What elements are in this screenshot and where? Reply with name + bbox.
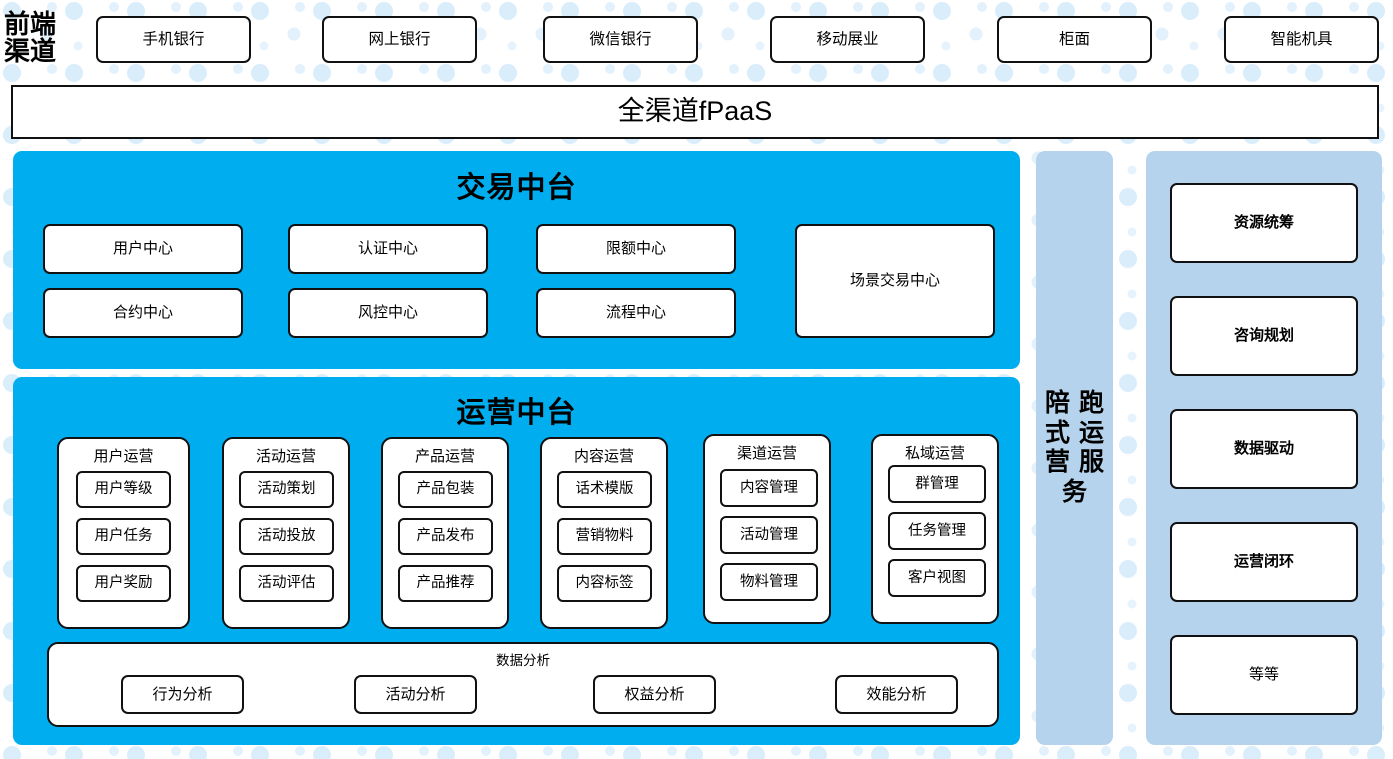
ops-group-user-title: 用户运营 — [93, 448, 154, 465]
ops-group-product: 产品运营 产品包装 产品发布 产品推荐 — [381, 437, 509, 629]
service-char-3: 运 — [1078, 418, 1104, 447]
ops-item-campaign-delivery[interactable]: 活动投放 — [239, 518, 334, 555]
data-analysis-behavior[interactable]: 行为分析 — [121, 675, 244, 714]
service-char-6: 务 — [1061, 477, 1087, 506]
ops-item-user-reward[interactable]: 用户奖励 — [76, 565, 171, 602]
ops-item-user-level[interactable]: 用户等级 — [76, 471, 171, 508]
fpaas-bar[interactable]: 全渠道fPaaS — [11, 85, 1379, 139]
ops-item-script-template[interactable]: 话术模版 — [557, 471, 652, 508]
trade-box-risk-center[interactable]: 风控中心 — [288, 288, 488, 338]
ops-center-title: 运营中台 — [456, 397, 577, 429]
capability-panel: 资源统筹 咨询规划 数据驱动 运营闭环 等等 — [1146, 151, 1382, 745]
trade-box-auth-center[interactable]: 认证中心 — [288, 224, 488, 274]
trade-box-limit-center[interactable]: 限额中心 — [536, 224, 736, 274]
ops-item-content-tag[interactable]: 内容标签 — [557, 565, 652, 602]
ops-item-user-task[interactable]: 用户任务 — [76, 518, 171, 555]
capability-box-consulting-planning[interactable]: 咨询规划 — [1170, 296, 1358, 376]
capability-box-etc[interactable]: 等等 — [1170, 635, 1358, 715]
ops-group-campaign: 活动运营 活动策划 活动投放 活动评估 — [222, 437, 350, 629]
service-char-4: 营 — [1044, 448, 1070, 476]
ops-item-customer-view[interactable]: 客户视图 — [888, 559, 986, 597]
ops-group-content: 内容运营 话术模版 营销物料 内容标签 — [540, 437, 668, 629]
ops-item-task-management[interactable]: 任务管理 — [888, 512, 986, 550]
ops-group-channel-title: 渠道运营 — [736, 445, 797, 462]
service-char-0: 陪 — [1044, 389, 1070, 417]
ops-item-product-packaging[interactable]: 产品包装 — [398, 471, 493, 508]
data-analysis-campaign[interactable]: 活动分析 — [354, 675, 477, 714]
trade-box-user-center[interactable]: 用户中心 — [43, 224, 243, 274]
ops-center-panel: 运营中台 用户运营 用户等级 用户任务 用户奖励 活动运营 活动策划 活动投放 … — [13, 377, 1020, 745]
ops-item-group-management[interactable]: 群管理 — [888, 465, 986, 503]
ops-group-content-title: 内容运营 — [573, 448, 634, 465]
frontend-channel-label: 前端 渠道 — [4, 10, 57, 66]
service-char-5: 服 — [1078, 448, 1104, 476]
ops-item-campaign-planning[interactable]: 活动策划 — [239, 471, 334, 508]
ops-item-material-management[interactable]: 物料管理 — [720, 563, 818, 601]
trade-box-contract-center[interactable]: 合约中心 — [43, 288, 243, 338]
capability-box-resource-coordination[interactable]: 资源统筹 — [1170, 183, 1358, 263]
trade-box-process-center[interactable]: 流程中心 — [536, 288, 736, 338]
capability-box-data-driven[interactable]: 数据驱动 — [1170, 409, 1358, 489]
ops-group-user: 用户运营 用户等级 用户任务 用户奖励 — [57, 437, 190, 629]
ops-group-private-domain-title: 私域运营 — [904, 445, 965, 462]
channel-box-mobile-bank[interactable]: 手机银行 — [96, 16, 251, 63]
accompanying-operation-service-column: 陪 跑 式 运 营 服 务 — [1036, 151, 1113, 745]
accompanying-operation-service-text: 陪 跑 式 运 营 服 务 — [1039, 389, 1111, 507]
trade-center-title: 交易中台 — [456, 172, 577, 204]
channel-box-smart-machine[interactable]: 智能机具 — [1224, 16, 1379, 63]
trade-center-panel: 交易中台 用户中心 认证中心 限额中心 合约中心 风控中心 流程中心 场景交易中… — [13, 151, 1020, 369]
ops-group-channel: 渠道运营 内容管理 活动管理 物料管理 — [703, 434, 831, 624]
ops-group-campaign-title: 活动运营 — [255, 448, 316, 465]
data-analysis-efficiency[interactable]: 效能分析 — [835, 675, 958, 714]
ops-item-product-release[interactable]: 产品发布 — [398, 518, 493, 555]
trade-box-scenario-center[interactable]: 场景交易中心 — [795, 224, 995, 338]
data-analysis-benefit[interactable]: 权益分析 — [593, 675, 716, 714]
ops-group-private-domain: 私域运营 群管理 任务管理 客户视图 — [871, 434, 999, 624]
channel-box-wechat-bank[interactable]: 微信银行 — [543, 16, 698, 63]
ops-item-campaign-management[interactable]: 活动管理 — [720, 516, 818, 554]
capability-box-operation-closed-loop[interactable]: 运营闭环 — [1170, 522, 1358, 602]
service-char-1: 跑 — [1078, 389, 1104, 417]
ops-item-content-management[interactable]: 内容管理 — [720, 469, 818, 507]
service-char-2: 式 — [1044, 418, 1070, 447]
ops-group-product-title: 产品运营 — [414, 448, 475, 465]
channel-box-mobile-business[interactable]: 移动展业 — [770, 16, 925, 63]
channel-box-counter[interactable]: 柜面 — [997, 16, 1152, 63]
data-analysis-strip: 数据分析 行为分析 活动分析 权益分析 效能分析 — [47, 642, 999, 727]
ops-item-product-recommend[interactable]: 产品推荐 — [398, 565, 493, 602]
ops-item-marketing-material[interactable]: 营销物料 — [557, 518, 652, 555]
data-analysis-title: 数据分析 — [496, 653, 550, 668]
channel-box-internet-bank[interactable]: 网上银行 — [322, 16, 477, 63]
ops-item-campaign-evaluation[interactable]: 活动评估 — [239, 565, 334, 602]
